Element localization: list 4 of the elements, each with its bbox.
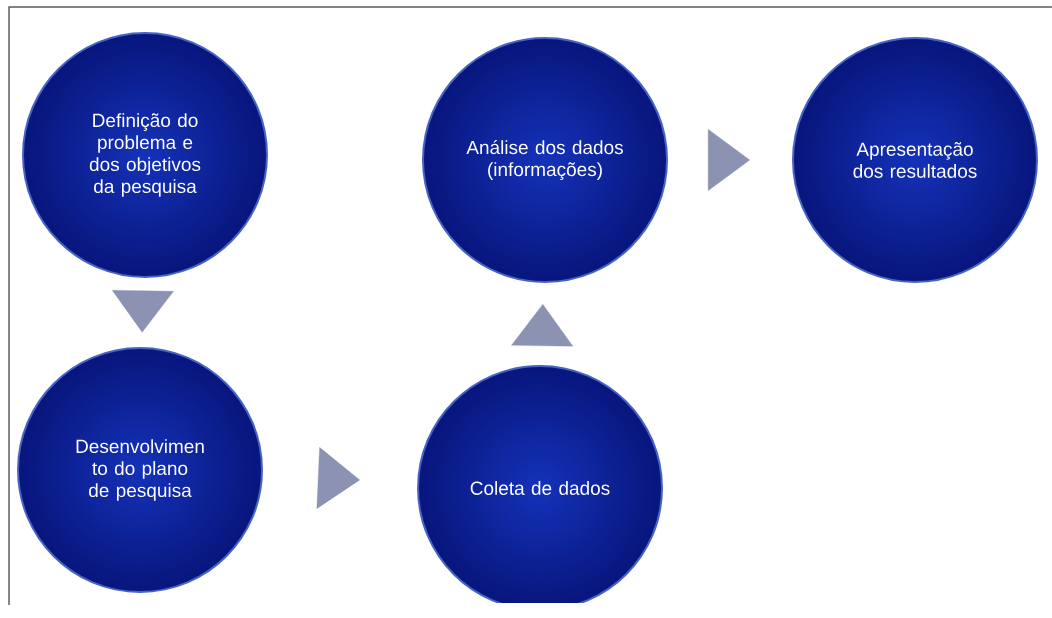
chevron-arrow [707, 129, 750, 191]
chevron-arrow [111, 290, 174, 333]
chevron-arrow [316, 447, 360, 509]
chevron-arrow [511, 304, 574, 347]
